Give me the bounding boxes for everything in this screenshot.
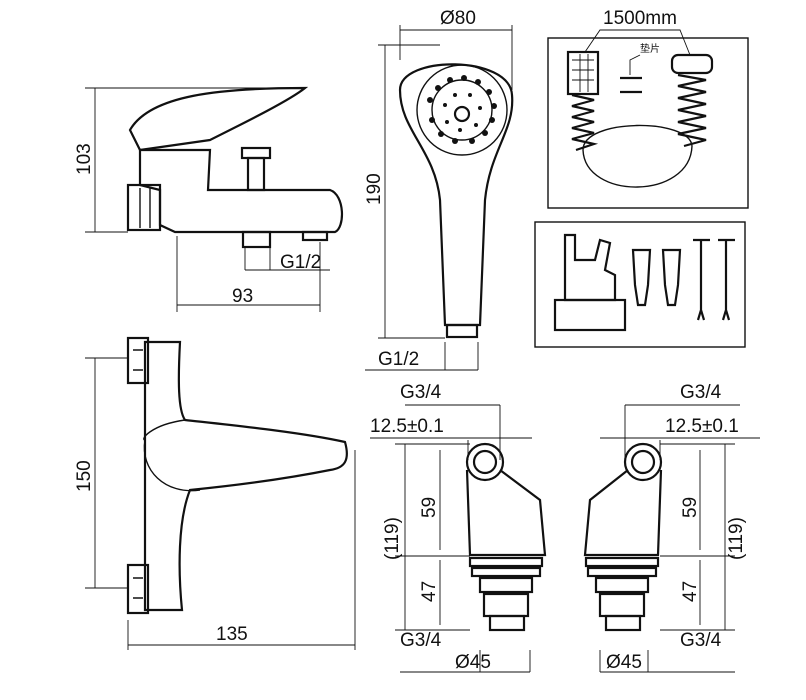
faucet-side-view: 103 G1/2 93 xyxy=(74,86,343,312)
bracket-box xyxy=(534,221,746,348)
washer-label: 垫片 xyxy=(640,42,660,55)
dim-spout-thread: G1/2 xyxy=(280,252,321,273)
faucet-top-view: 150 135 xyxy=(74,336,356,650)
left-flange-dia: Ø45 xyxy=(455,652,491,673)
left-dim-59: 59 xyxy=(419,497,440,518)
right-dim-47: 47 xyxy=(680,581,701,602)
dim-150: 150 xyxy=(74,460,95,492)
hose-box: 1500mm 垫片 xyxy=(547,8,749,209)
dim-hose-length: 1500mm xyxy=(603,8,677,29)
right-flange-dia: Ø45 xyxy=(606,652,642,673)
right-top-thread: G3/4 xyxy=(680,382,722,403)
dim-190: 190 xyxy=(364,173,385,205)
eccentric-left: G3/4 12.5±0.1 59 (119) 47 G3/4 Ø45 xyxy=(370,382,547,673)
hand-shower: Ø80 190 G1/2 xyxy=(364,8,514,371)
dim-dia80: Ø80 xyxy=(440,8,476,29)
right-dim-119: (119) xyxy=(726,517,747,560)
left-bottom-thread: G3/4 xyxy=(400,630,442,651)
dim-handshower-thread: G1/2 xyxy=(378,349,419,370)
right-bottom-thread: G3/4 xyxy=(680,630,722,651)
left-dim-119: (119) xyxy=(382,517,403,560)
right-tolerance: 12.5±0.1 xyxy=(665,416,739,437)
dim-135: 135 xyxy=(216,624,248,645)
left-dim-47: 47 xyxy=(419,581,440,602)
eccentric-right: G3/4 12.5±0.1 59 (119) 47 G3/4 Ø45 xyxy=(583,382,760,673)
right-dim-59: 59 xyxy=(680,497,701,518)
left-top-thread: G3/4 xyxy=(400,382,442,403)
dim-103: 103 xyxy=(74,143,95,175)
left-tolerance: 12.5±0.1 xyxy=(370,416,444,437)
dim-93: 93 xyxy=(232,286,253,307)
